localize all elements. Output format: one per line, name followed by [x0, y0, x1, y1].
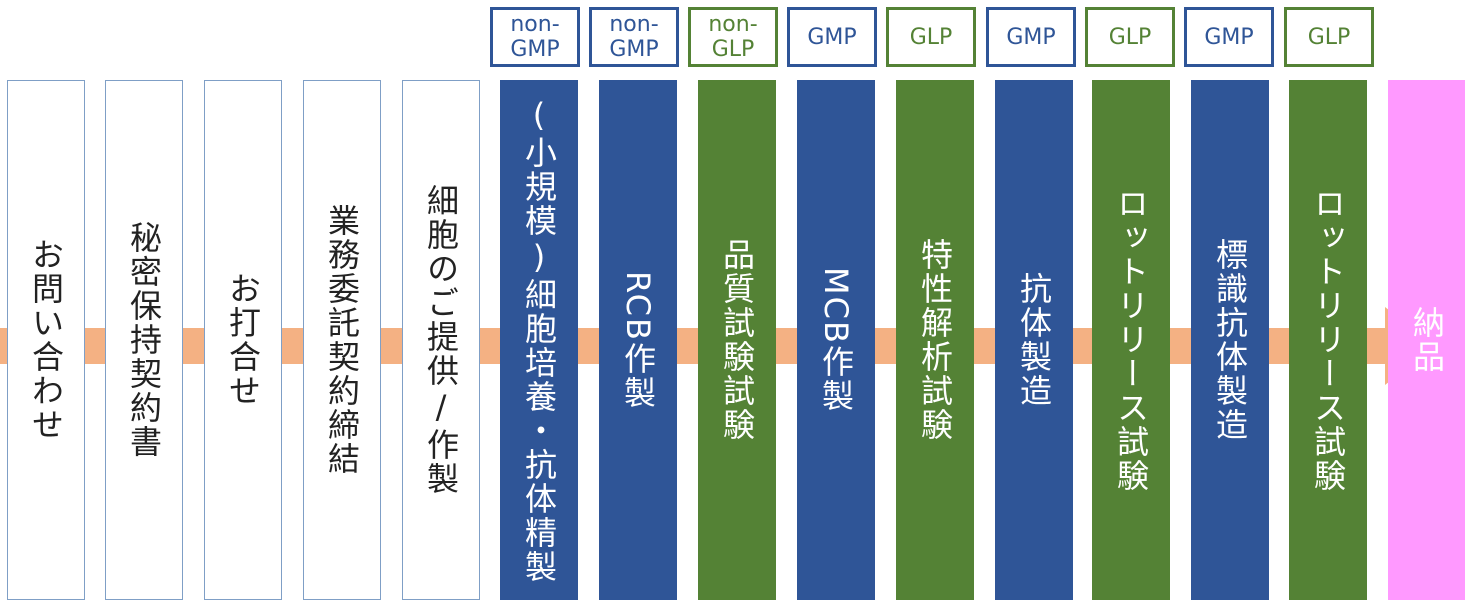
step-label: RCB作製 — [619, 270, 657, 410]
tag-gmp-3: GMP — [1184, 7, 1274, 67]
tag-glp-3: GLP — [1284, 7, 1374, 67]
step-meeting: お打合せ — [204, 80, 282, 600]
step-service-contract: 業務委託契約締結 — [303, 80, 381, 600]
step-label: お問い合わせ — [27, 238, 65, 442]
tag-gmp-2: GMP — [986, 7, 1076, 67]
step-label: ロットリリース試験 — [1112, 187, 1150, 493]
tag-non-gmp-2: non- GMP — [589, 7, 679, 67]
step-label: 標識抗体製造 — [1211, 238, 1249, 442]
step-label: ロットリリース試験 — [1309, 187, 1347, 493]
step-characterization: 特性解析試験 — [896, 80, 974, 600]
step-inquiry: お問い合わせ — [7, 80, 85, 600]
step-label: 秘密保持契約書 — [125, 221, 163, 459]
step-label: (小規模)細胞培養・抗体精製 — [520, 96, 558, 584]
step-label: お打合せ — [224, 272, 262, 408]
step-lot-release-2: ロットリリース試験 — [1289, 80, 1367, 600]
tag-glp-1: GLP — [886, 7, 976, 67]
step-lot-release-1: ロットリリース試験 — [1092, 80, 1170, 600]
step-rcb: RCB作製 — [599, 80, 677, 600]
step-nda: 秘密保持契約書 — [105, 80, 183, 600]
step-label: 納品 — [1408, 306, 1446, 374]
step-delivery: 納品 — [1388, 80, 1465, 600]
step-cell-provision: 細胞のご提供/作製 — [402, 80, 480, 600]
tag-non-glp: non- GLP — [688, 7, 778, 67]
step-antibody-manufacturing: 抗体製造 — [995, 80, 1073, 600]
step-quality-test: 品質試験試験 — [698, 80, 776, 600]
step-label: MCB作製 — [817, 267, 855, 413]
step-label: 抗体製造 — [1015, 272, 1053, 408]
tag-non-gmp-1: non- GMP — [490, 7, 580, 67]
step-label: 細胞のご提供/作製 — [422, 184, 460, 496]
step-label: 特性解析試験 — [916, 238, 954, 442]
step-label: 品質試験試験 — [718, 238, 756, 442]
step-mcb: MCB作製 — [797, 80, 875, 600]
step-labeled-antibody: 標識抗体製造 — [1191, 80, 1269, 600]
step-small-scale-culture: (小規模)細胞培養・抗体精製 — [500, 80, 578, 600]
step-label: 業務委託契約締結 — [323, 204, 361, 476]
tag-gmp-1: GMP — [787, 7, 877, 67]
tag-glp-2: GLP — [1085, 7, 1175, 67]
